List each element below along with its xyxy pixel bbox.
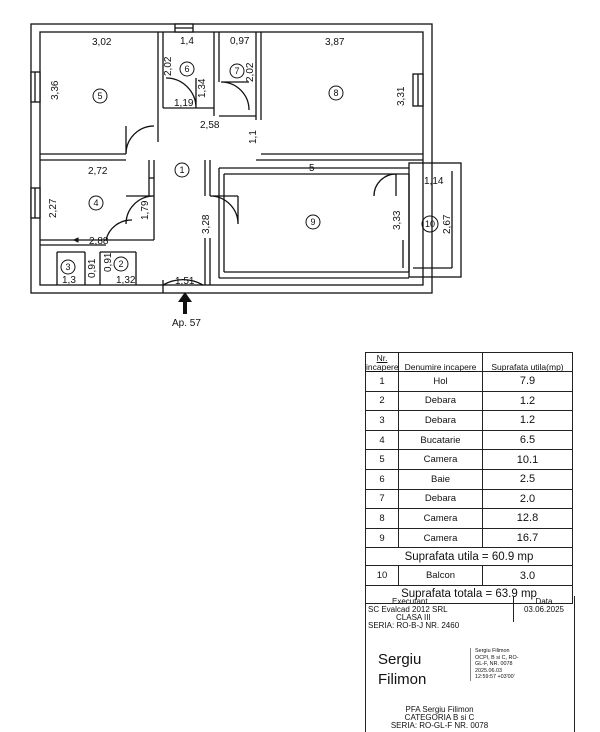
dimension-label: 1,32 [116, 275, 136, 286]
dimension-label: 0,91 [87, 258, 98, 278]
room-number-marker [305, 214, 321, 230]
signature-block: Executant SC Evalcad 2012 SRL CLASA III … [365, 596, 575, 732]
room-number: 8 [333, 88, 338, 98]
area-table: Nr. incapere Denumire incapere Suprafata… [365, 352, 573, 604]
dimension-label: 1,34 [197, 78, 208, 98]
dimension-label: 1,3 [62, 275, 76, 286]
utila-total-row: Suprafata utila = 60.9 mp [365, 547, 573, 567]
grand-total-row: Suprafata totala = 63.9 mp [365, 584, 573, 604]
dimension-label: 1,4 [180, 36, 194, 47]
dimension-label: 2,27 [48, 198, 59, 218]
room-number: 2 [118, 259, 123, 269]
executant-info: Executant SC Evalcad 2012 SRL CLASA III … [368, 597, 460, 630]
dimension-label: 3,02 [92, 37, 112, 48]
dimension-label: 3,87 [325, 37, 345, 48]
table-header: Denumire incapere [398, 352, 483, 372]
room-number-marker [113, 256, 129, 272]
dimension-label: 1,79 [140, 200, 151, 220]
digital-signature-stamp: Sergiu Filimon OCPI, B si C, RO- GL-F, N… [470, 648, 518, 681]
room-number: 6 [184, 64, 189, 74]
entrance-label: Ap. 57 [172, 318, 201, 329]
dimension-label: 1,1 [248, 130, 259, 144]
room-number-marker [328, 85, 344, 101]
room-number: 3 [65, 262, 70, 272]
dimension-label: 1,51 [175, 276, 195, 287]
dimension-label: 0,97 [230, 36, 250, 47]
pfa-info: PFA Sergiu Filimon CATEGORIA B si C SERI… [390, 705, 489, 730]
room-number: 4 [93, 198, 98, 208]
outer-wall [30, 23, 433, 294]
table-header-row: Nr. incapere Denumire incapere Suprafata… [365, 352, 573, 372]
room-number-marker [174, 162, 190, 178]
signer-name: Sergiu Filimon [378, 651, 427, 688]
dimension-label: 2,67 [442, 214, 453, 234]
dimension-label: 1,14 [424, 176, 444, 187]
dimension-label: 1,19 [174, 98, 194, 109]
dimension-label: 2,88 [89, 236, 109, 247]
dimension-label: 2,72 [88, 166, 108, 177]
dimension-label: 3,36 [50, 80, 61, 100]
room-number-marker [421, 215, 439, 233]
room-number-marker [179, 61, 195, 77]
dimension-label: 3,31 [396, 86, 407, 106]
floor-plan: 3,02 3,36 1,4 0,97 2,02 1,34 2,02 3,87 3… [30, 23, 462, 329]
room-number: 9 [310, 217, 315, 227]
room-number: 10 [425, 219, 435, 229]
room-number-marker [60, 259, 76, 275]
room-number: 7 [234, 66, 239, 76]
entrance-arrow [178, 292, 192, 314]
room-number: 5 [97, 91, 102, 101]
dimension-label: 0,91 [103, 252, 114, 272]
room-number-marker [229, 63, 245, 79]
dimension-label: 2,02 [163, 56, 174, 76]
table-header: Suprafata utila(mp) [482, 352, 573, 372]
dimension-label: 2,58 [200, 120, 220, 131]
inner-wall [39, 31, 424, 286]
dimension-label: 5 [309, 163, 315, 174]
dimension-label: 2,02 [245, 62, 256, 82]
table-header: Nr. incapere [365, 352, 399, 372]
room-number-marker [88, 195, 104, 211]
room-number-marker [92, 88, 108, 104]
room-number: 1 [179, 165, 184, 175]
dimension-label: 3,33 [392, 210, 403, 230]
date-info: Data 03.06.2025 [523, 597, 565, 614]
dimension-label: 3,28 [201, 214, 212, 234]
